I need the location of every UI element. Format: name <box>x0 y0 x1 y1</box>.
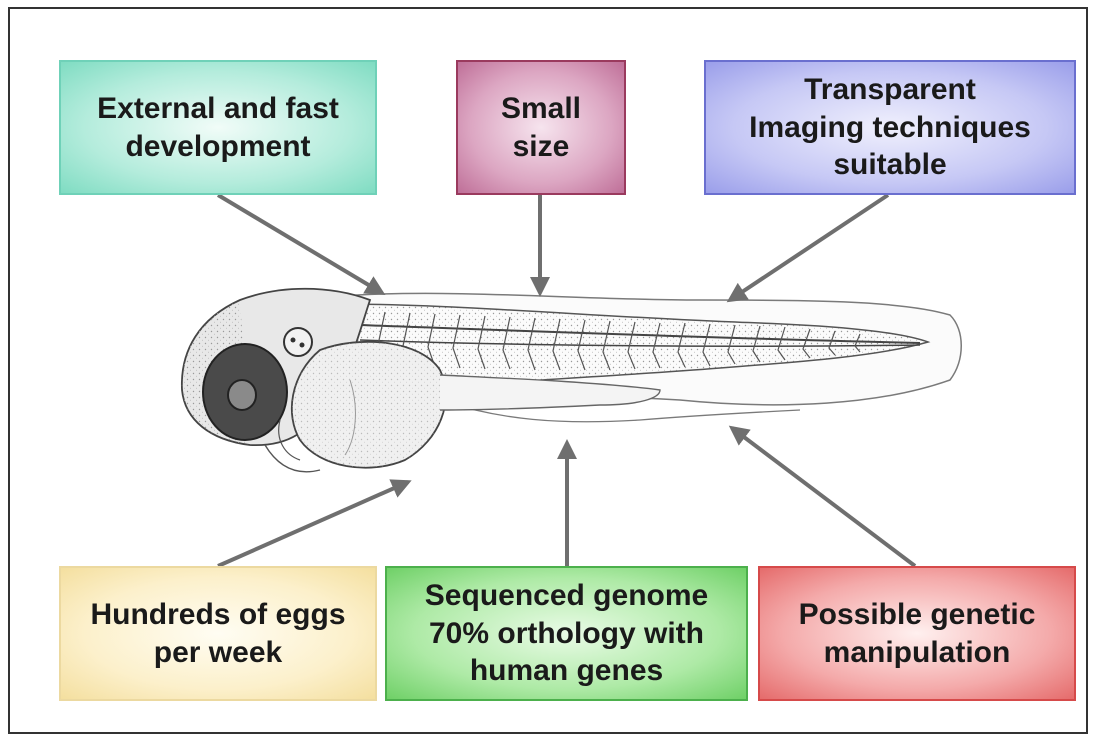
feature-text: External and fast <box>97 90 339 128</box>
feature-text: Imaging techniques <box>749 109 1031 147</box>
feature-text: manipulation <box>799 634 1036 672</box>
feature-box-sequenced-genome: Sequenced genome 70% orthology with huma… <box>385 566 748 701</box>
feature-box-external-fast-development: External and fast development <box>59 60 377 195</box>
feature-text: suitable <box>749 146 1031 184</box>
feature-text: size <box>501 128 581 166</box>
feature-text: Small <box>501 90 581 128</box>
feature-text: per week <box>90 634 345 672</box>
feature-text: development <box>97 128 339 166</box>
feature-text: Hundreds of eggs <box>90 596 345 634</box>
feature-box-genetic-manipulation: Possible genetic manipulation <box>758 566 1076 701</box>
arrow-icon <box>218 482 408 566</box>
feature-text: 70% orthology with <box>425 615 708 653</box>
feature-text: human genes <box>425 652 708 690</box>
zebrafish-larva-illustration <box>182 289 961 472</box>
arrow-icon <box>732 428 915 566</box>
feature-box-hundreds-of-eggs: Hundreds of eggs per week <box>59 566 377 701</box>
otic-vesicle <box>284 328 312 356</box>
feature-text: Transparent <box>749 71 1031 109</box>
feature-box-transparent: Transparent Imaging techniques suitable <box>704 60 1076 195</box>
feature-box-small-size: Small size <box>456 60 626 195</box>
feature-text: Sequenced genome <box>425 577 708 615</box>
arrow-icon <box>730 195 888 300</box>
feature-text: Possible genetic <box>799 596 1036 634</box>
arrow-icon <box>218 195 382 293</box>
